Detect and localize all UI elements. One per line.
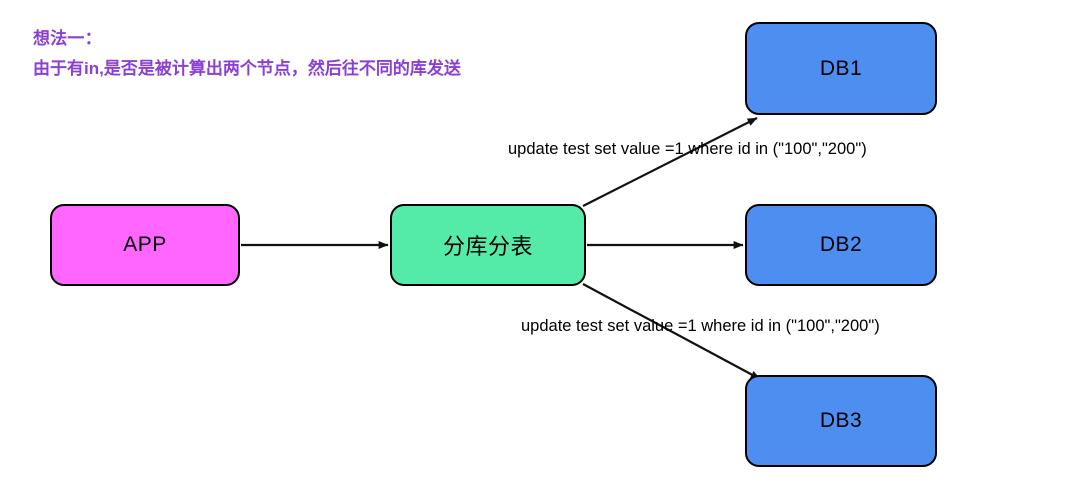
node-app[interactable]: APP [50,204,240,286]
annotation-line-2: 由于有in,是否是被计算出两个节点，然后往不同的库发送 [33,59,461,78]
edge-label-shard-to-db3: update test set value =1 where id in ("1… [521,317,880,335]
node-sharding-label: 分库分表 [442,234,533,259]
node-db2-label: DB2 [819,233,863,256]
node-db1[interactable]: DB1 [745,22,937,115]
edge-shard-to-db1 [582,117,758,207]
node-db2[interactable]: DB2 [745,204,937,286]
node-db1-label: DB1 [819,56,863,80]
node-sharding[interactable]: 分库分表 [390,204,586,286]
annotation-note: 想法一： 由于有in,是否是被计算出两个节点，然后往不同的库发送 [33,24,461,84]
edge-label-shard-to-db1: update test set value =1 where id in ("1… [508,140,867,158]
node-db3-label: DB3 [819,409,863,432]
node-app-label: APP [123,233,167,256]
annotation-line-1: 想法一： [33,29,102,48]
node-db3[interactable]: DB3 [745,375,937,467]
